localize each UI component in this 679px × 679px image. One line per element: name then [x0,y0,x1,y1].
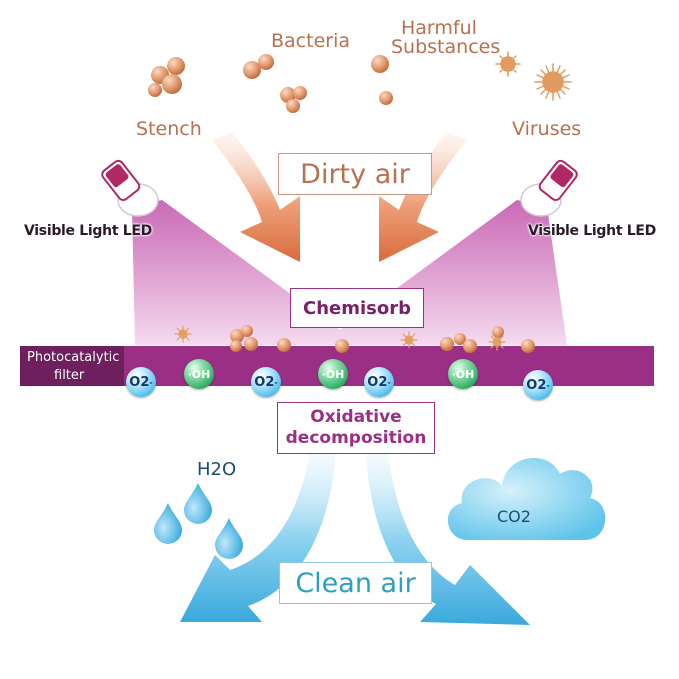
harmful-label-line2: Substances [391,36,501,58]
dirty-air-label: Dirty air [300,158,410,190]
superoxide-ion: O2- [251,367,281,397]
superoxide-ion: O2- [126,367,156,397]
dirty-air-arrow-left [212,132,300,262]
stench-label: Stench [136,118,202,140]
stench-particles [148,57,185,97]
co2-label: CO2 [497,507,531,526]
bacteria-particles [243,54,307,113]
led-label-right: Visible Light LED [528,223,656,239]
filter-label-line1: Photocatalytic [27,350,120,365]
co2-cloud-icon [447,458,606,540]
right-led-icon [520,159,578,217]
clean-air-box: Clean air [279,562,432,604]
led-label-left: Visible Light LED [24,223,152,239]
adsorbed-particles [174,325,535,353]
h2o-label: H2O [197,459,237,480]
chemisorb-label: Chemisorb [303,297,411,319]
superoxide-ion: O2- [364,367,394,397]
oxidative-label-line1: Oxidative [310,407,402,427]
left-led-icon [101,159,159,217]
hydroxyl-radical: ·OH [184,359,214,389]
water-drops [154,483,243,559]
oxidative-label-line2: decomposition [285,428,427,448]
virus-particles [495,51,572,101]
dirty-air-box: Dirty air [278,153,432,195]
filter-label-line2: filter [54,368,85,383]
chemisorb-box: Chemisorb [290,288,424,328]
hydroxyl-radical: ·OH [318,359,348,389]
oxidative-box: Oxidative decomposition [277,402,435,454]
clean-air-arrow-left [180,452,336,622]
left-light-cone [132,200,340,345]
filter-label-block [20,346,124,386]
hydroxyl-radical: ·OH [448,359,478,389]
clean-air-arrow-right [366,452,530,625]
bacteria-label: Bacteria [271,30,350,52]
dirty-air-arrow-right [379,132,467,262]
harmful-label-line1: Harmful [401,17,477,39]
viruses-label: Viruses [512,118,582,140]
harmful-particles [371,55,393,105]
superoxide-ion: O2- [523,370,553,400]
clean-air-label: Clean air [295,567,416,599]
